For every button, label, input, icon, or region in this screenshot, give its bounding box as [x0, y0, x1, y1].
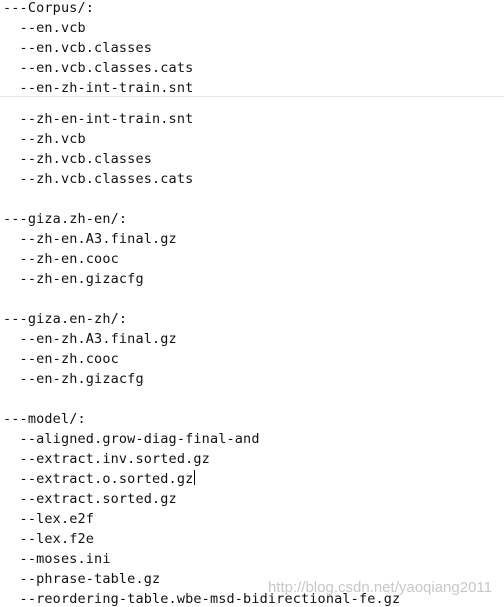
file-item: --zh-en.A3.final.gz: [3, 231, 177, 247]
file-item: --zh.vcb: [3, 131, 86, 147]
file-item: --extract.sorted.gz: [3, 491, 177, 507]
file-item: --en-zh.A3.final.gz: [3, 331, 177, 347]
file-item: --phrase-table.gz: [3, 571, 161, 587]
file-item: --en-zh.cooc: [3, 351, 119, 367]
folder-heading-giza-en-zh: ---giza.en-zh/:: [3, 311, 128, 327]
text-cursor: [194, 470, 196, 485]
file-item: --extract.inv.sorted.gz: [3, 451, 210, 467]
folder-heading-giza-zh-en: ---giza.zh-en/:: [3, 211, 128, 227]
file-item: --moses.ini: [3, 551, 111, 567]
file-item: --zh-en-int-train.snt: [3, 111, 194, 127]
file-item-label: --extract.o.sorted.gz: [3, 471, 194, 487]
folder-heading-model: ---model/:: [3, 411, 86, 427]
file-item: --zh.vcb.classes: [3, 151, 152, 167]
file-item: --en.vcb: [3, 20, 86, 36]
file-item: --lex.e2f: [3, 511, 95, 527]
file-item: --lex.f2e: [3, 531, 95, 547]
file-item: --reordering-table.wbe-msd-bidirectional…: [3, 591, 401, 607]
file-item: --en.vcb.classes.cats: [3, 60, 194, 76]
file-item: --zh-en.cooc: [3, 251, 119, 267]
file-item-with-cursor[interactable]: --extract.o.sorted.gz: [3, 469, 196, 489]
blog-watermark: http://blog.csdn.net/yaoqiang2011: [267, 579, 492, 596]
file-item: --en-zh.gizacfg: [3, 371, 144, 387]
file-item: --zh.vcb.classes.cats: [3, 171, 194, 187]
file-item: --en-zh-int-train.snt: [3, 80, 194, 96]
separator-line: [0, 96, 504, 97]
file-item: --en.vcb.classes: [3, 40, 152, 56]
folder-heading-corpus: ---Corpus/:: [3, 0, 95, 16]
file-item: --aligned.grow-diag-final-and: [3, 431, 260, 447]
file-item: --zh-en.gizacfg: [3, 271, 144, 287]
